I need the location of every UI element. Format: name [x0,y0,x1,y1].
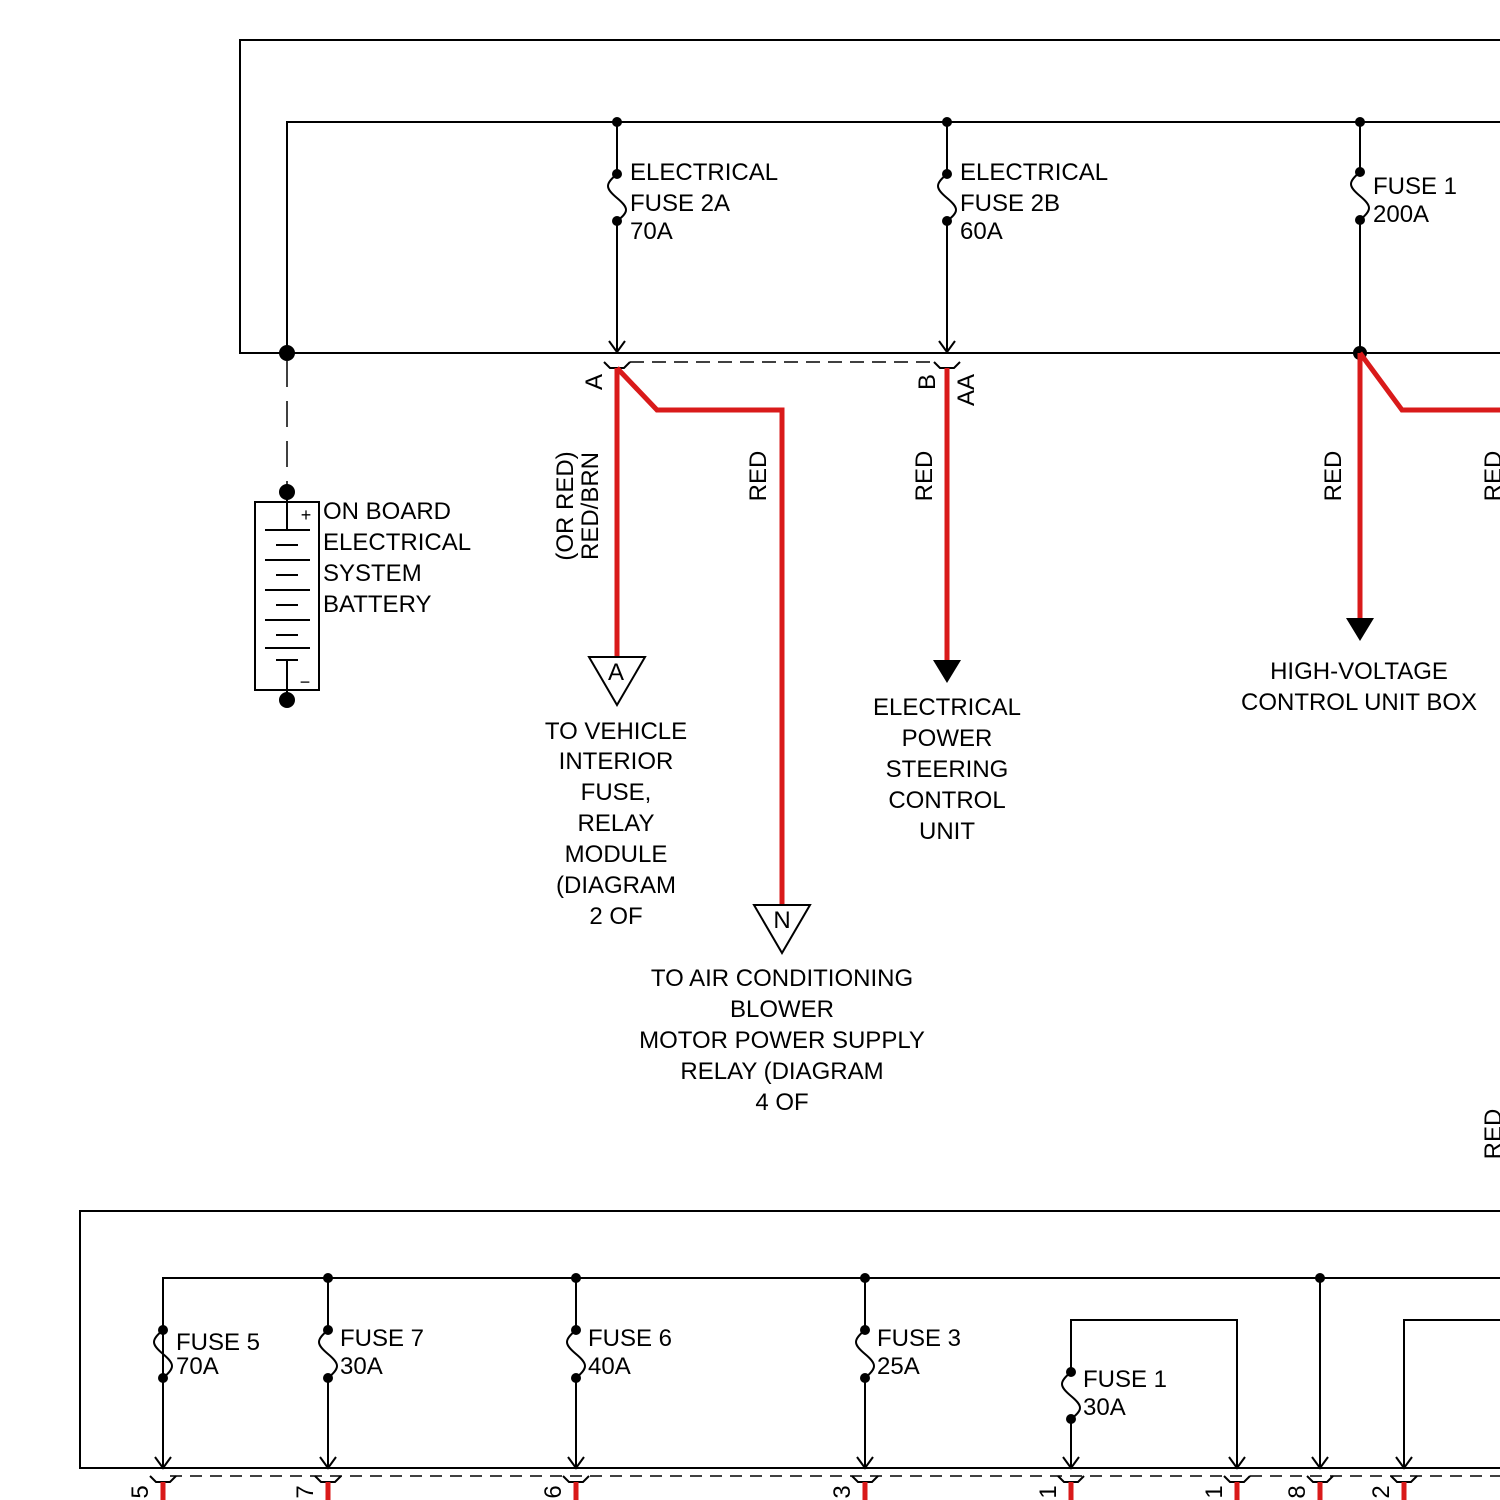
pin-b-label: B [914,374,941,390]
dest-vehicle-interior-line1: TO VEHICLE [545,718,687,745]
pin-7-label: 7 [292,1485,319,1498]
fuse-1-30a-label: FUSE 1 [1083,1366,1167,1393]
fuse-2a-label-line1: ELECTRICAL [630,159,778,186]
dest-vehicle-interior-line3: FUSE, [581,779,652,806]
wire-color-red-eps: RED [911,451,938,502]
dest-blower-relay-line4: RELAY (DIAGRAM [680,1058,883,1085]
fuse-1-30a: FUSE 1 30A [1062,1320,1245,1468]
dest-vehicle-interior-line7: 2 OF [589,903,642,930]
pin-2-label: 2 [1368,1485,1395,1498]
fuse-1-200a: FUSE 1 200A [1351,117,1457,360]
dest-blower-relay-line3: MOTOR POWER SUPPLY [639,1027,925,1054]
pin-5-label: 5 [127,1485,154,1498]
pin-1b-label: 1 [1201,1485,1228,1498]
dest-eps-line1: ELECTRICAL [873,694,1021,721]
dest-vehicle-interior-line4: RELAY [578,810,655,837]
pin-8-label: 8 [1284,1485,1311,1498]
battery-positive-sign: + [301,505,312,525]
dest-hv-box-line2: CONTROL UNIT BOX [1241,689,1477,716]
offpage-connector-a: A TO VEHICLE INTERIOR FUSE, RELAY MODULE… [545,657,687,930]
bottom-connectors: 5 7 6 3 1 1 8 2 [127,1476,1417,1500]
battery-negative-sign: − [300,672,311,692]
battery: + − ON BOARD ELECTRICAL SYSTEM BATTERY [255,361,471,708]
fuse-1-200a-rating: 200A [1373,201,1429,228]
dest-eps: ELECTRICAL POWER STEERING CONTROL UNIT [873,660,1021,845]
red-wires [617,353,1500,905]
pin-3-label: 3 [829,1485,856,1498]
top-fuse-box [240,40,1500,361]
pin-6-label: 6 [540,1485,567,1498]
battery-label-line3: SYSTEM [323,560,422,587]
fuse-5-label: FUSE 5 [176,1329,260,1356]
bottom-right-circuits [1312,1273,1500,1468]
wire-color-or-red: (OR RED) [552,451,579,560]
fuse-1-30a-rating: 30A [1083,1394,1126,1421]
fuse-5: FUSE 5 70A [154,1325,260,1468]
battery-junction [279,345,295,361]
battery-label-line1: ON BOARD [323,498,451,525]
fuse-2b: ELECTRICAL FUSE 2B 60A [938,117,1108,352]
wire-color-red-blower: RED [745,451,772,502]
wire-color-red-hv: RED [1320,451,1347,502]
offpage-connector-n-letter: N [773,907,790,934]
top-fuse-box-outline [240,40,1500,353]
fuse-3-label: FUSE 3 [877,1325,961,1352]
fuse-7-label: FUSE 7 [340,1325,424,1352]
battery-label-line2: ELECTRICAL [323,529,471,556]
battery-label-line4: BATTERY [323,591,431,618]
dest-eps-line3: STEERING [886,756,1009,783]
fuse-2a: ELECTRICAL FUSE 2A 70A [608,117,778,352]
dest-blower-relay-line5: 4 OF [755,1089,808,1116]
pin-1a-label: 1 [1035,1485,1062,1498]
dest-vehicle-interior-line5: MODULE [565,841,668,868]
dest-blower-relay-line1: TO AIR CONDITIONING [651,965,913,992]
dest-vehicle-interior-line2: INTERIOR [559,748,674,775]
dest-eps-line5: UNIT [919,818,975,845]
wire-color-red-brn: RED/BRN [577,452,604,560]
dest-eps-line4: CONTROL [888,787,1005,814]
dest-blower-relay-line2: BLOWER [730,996,834,1023]
fuse-5-rating: 70A [176,1353,219,1380]
fuse-2a-rating: 70A [630,218,673,245]
fuse-7: FUSE 7 30A [319,1273,424,1468]
bottom-fuse-box [80,1211,1500,1476]
dest-vehicle-interior-line6: (DIAGRAM [556,872,676,899]
fuse-2b-label-line2: FUSE 2B [960,190,1060,217]
bottom-fuse-box-outline [80,1211,1500,1468]
offpage-connector-n: N TO AIR CONDITIONING BLOWER MOTOR POWER… [639,905,925,1116]
fuse-2b-label-line1: ELECTRICAL [960,159,1108,186]
fuse-6-label: FUSE 6 [588,1325,672,1352]
dest-hv-box-line1: HIGH-VOLTAGE [1270,658,1448,685]
pin-a-label: A [581,374,608,390]
fuse-7-rating: 30A [340,1353,383,1380]
fuse-2a-label-line2: FUSE 2A [630,190,730,217]
wire-color-red-right-lower: RED [1480,1109,1500,1160]
connector-aa-label: AA [953,374,980,406]
fuse-3-rating: 25A [877,1353,920,1380]
fuse-6-rating: 40A [588,1353,631,1380]
wire-color-red-right: RED [1480,451,1500,502]
top-connector-brackets: A B AA [581,362,980,406]
fuse-3: FUSE 3 25A [856,1273,961,1468]
offpage-connector-a-letter: A [608,659,624,686]
dest-hv-box: HIGH-VOLTAGE CONTROL UNIT BOX [1241,618,1477,716]
wire-red-right-branch [1360,353,1500,410]
fuse-2b-rating: 60A [960,218,1003,245]
top-bus-bar [287,122,1500,353]
fuse-6: FUSE 6 40A [567,1273,672,1468]
fuse-1-200a-label: FUSE 1 [1373,173,1457,200]
dest-eps-line2: POWER [902,725,993,752]
